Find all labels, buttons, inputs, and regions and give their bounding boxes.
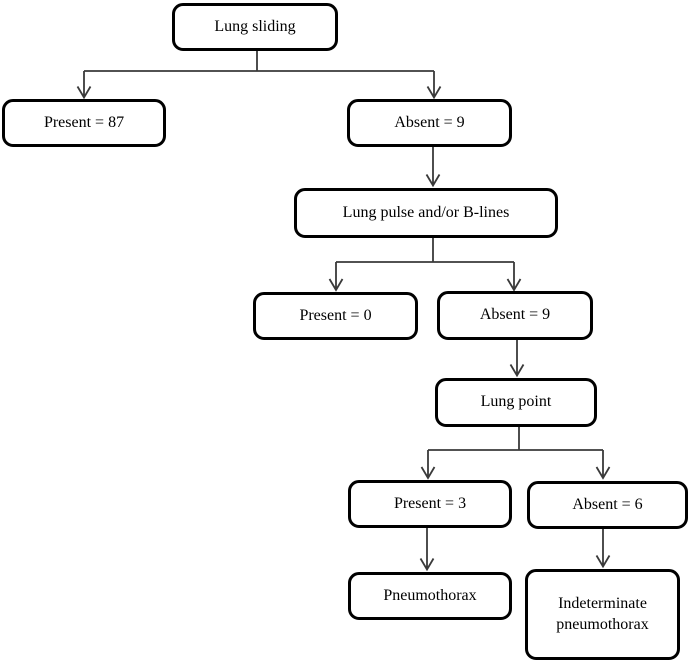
node-lung-point: Lung point [435, 378, 597, 427]
node-label: Absent = 6 [572, 495, 643, 513]
edge-present3-to-pneumothorax [419, 528, 435, 572]
node-label: Lung pulse and/or B-lines [342, 203, 510, 221]
node-absent-9-pulse: Absent = 9 [437, 291, 593, 340]
edge-absent9-to-lung-pulse [425, 147, 441, 188]
node-absent-9-sliding: Absent = 9 [347, 99, 512, 147]
node-present-87: Present = 87 [2, 99, 166, 147]
node-label: Present = 87 [43, 113, 125, 131]
node-present-3: Present = 3 [348, 480, 512, 528]
edge-absent9b-to-lung-point [509, 340, 525, 378]
node-label: Present = 3 [393, 494, 467, 512]
node-label: Absent = 9 [394, 113, 465, 131]
node-lung-sliding: Lung sliding [172, 3, 338, 51]
node-label: Lung sliding [214, 17, 296, 35]
node-label: Lung point [480, 393, 552, 411]
node-pneumothorax: Pneumothorax [348, 572, 512, 620]
node-label: Present = 0 [299, 306, 372, 324]
edge-lung-point-split [420, 427, 611, 480]
node-label: Indeterminate pneumothorax [556, 594, 649, 633]
edge-lung-pulse-split [328, 238, 522, 292]
node-label: Absent = 9 [479, 306, 551, 324]
node-absent-6: Absent = 6 [527, 481, 688, 529]
node-label: Pneumothorax [383, 586, 477, 604]
node-lung-pulse-b-lines: Lung pulse and/or B-lines [294, 188, 558, 238]
node-present-0: Present = 0 [253, 292, 418, 340]
edge-lung-sliding-split [76, 51, 442, 100]
node-indeterminate-pneumothorax: Indeterminate pneumothorax [525, 569, 680, 660]
edge-absent6-to-indeterminate [595, 529, 611, 569]
